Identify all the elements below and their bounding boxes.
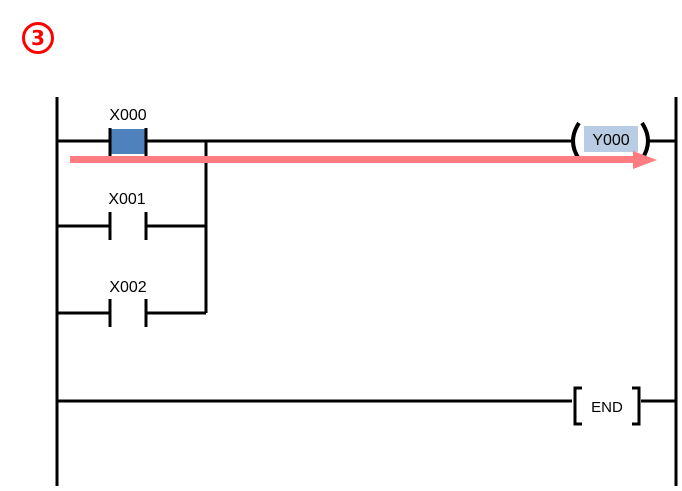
power-flow-arrow-shaft [70,156,636,163]
coil-y000: Y000 [571,121,650,161]
contact-x000: X000 [108,107,148,156]
step-number-badge: 3 [22,22,54,54]
end-left-bracket [573,386,582,426]
contact-x002: X002 [108,279,148,327]
contact-x001-label: X001 [108,191,145,208]
coil-y000-left-paren [571,121,581,161]
power-flow-arrow [70,151,657,169]
contact-x001: X001 [108,191,148,240]
coil-y000-right-paren [640,121,650,161]
power-flow-arrow-head [633,151,657,169]
contact-x000-label: X000 [109,107,146,124]
coil-y000-energized-fill [584,126,638,152]
contact-x000-active-fill [111,129,145,154]
contact-x002-label: X002 [109,279,146,296]
coil-y000-label: Y000 [592,132,629,149]
end-label: END [591,399,623,416]
end-right-bracket [632,386,641,426]
end-instruction: END [573,386,641,426]
